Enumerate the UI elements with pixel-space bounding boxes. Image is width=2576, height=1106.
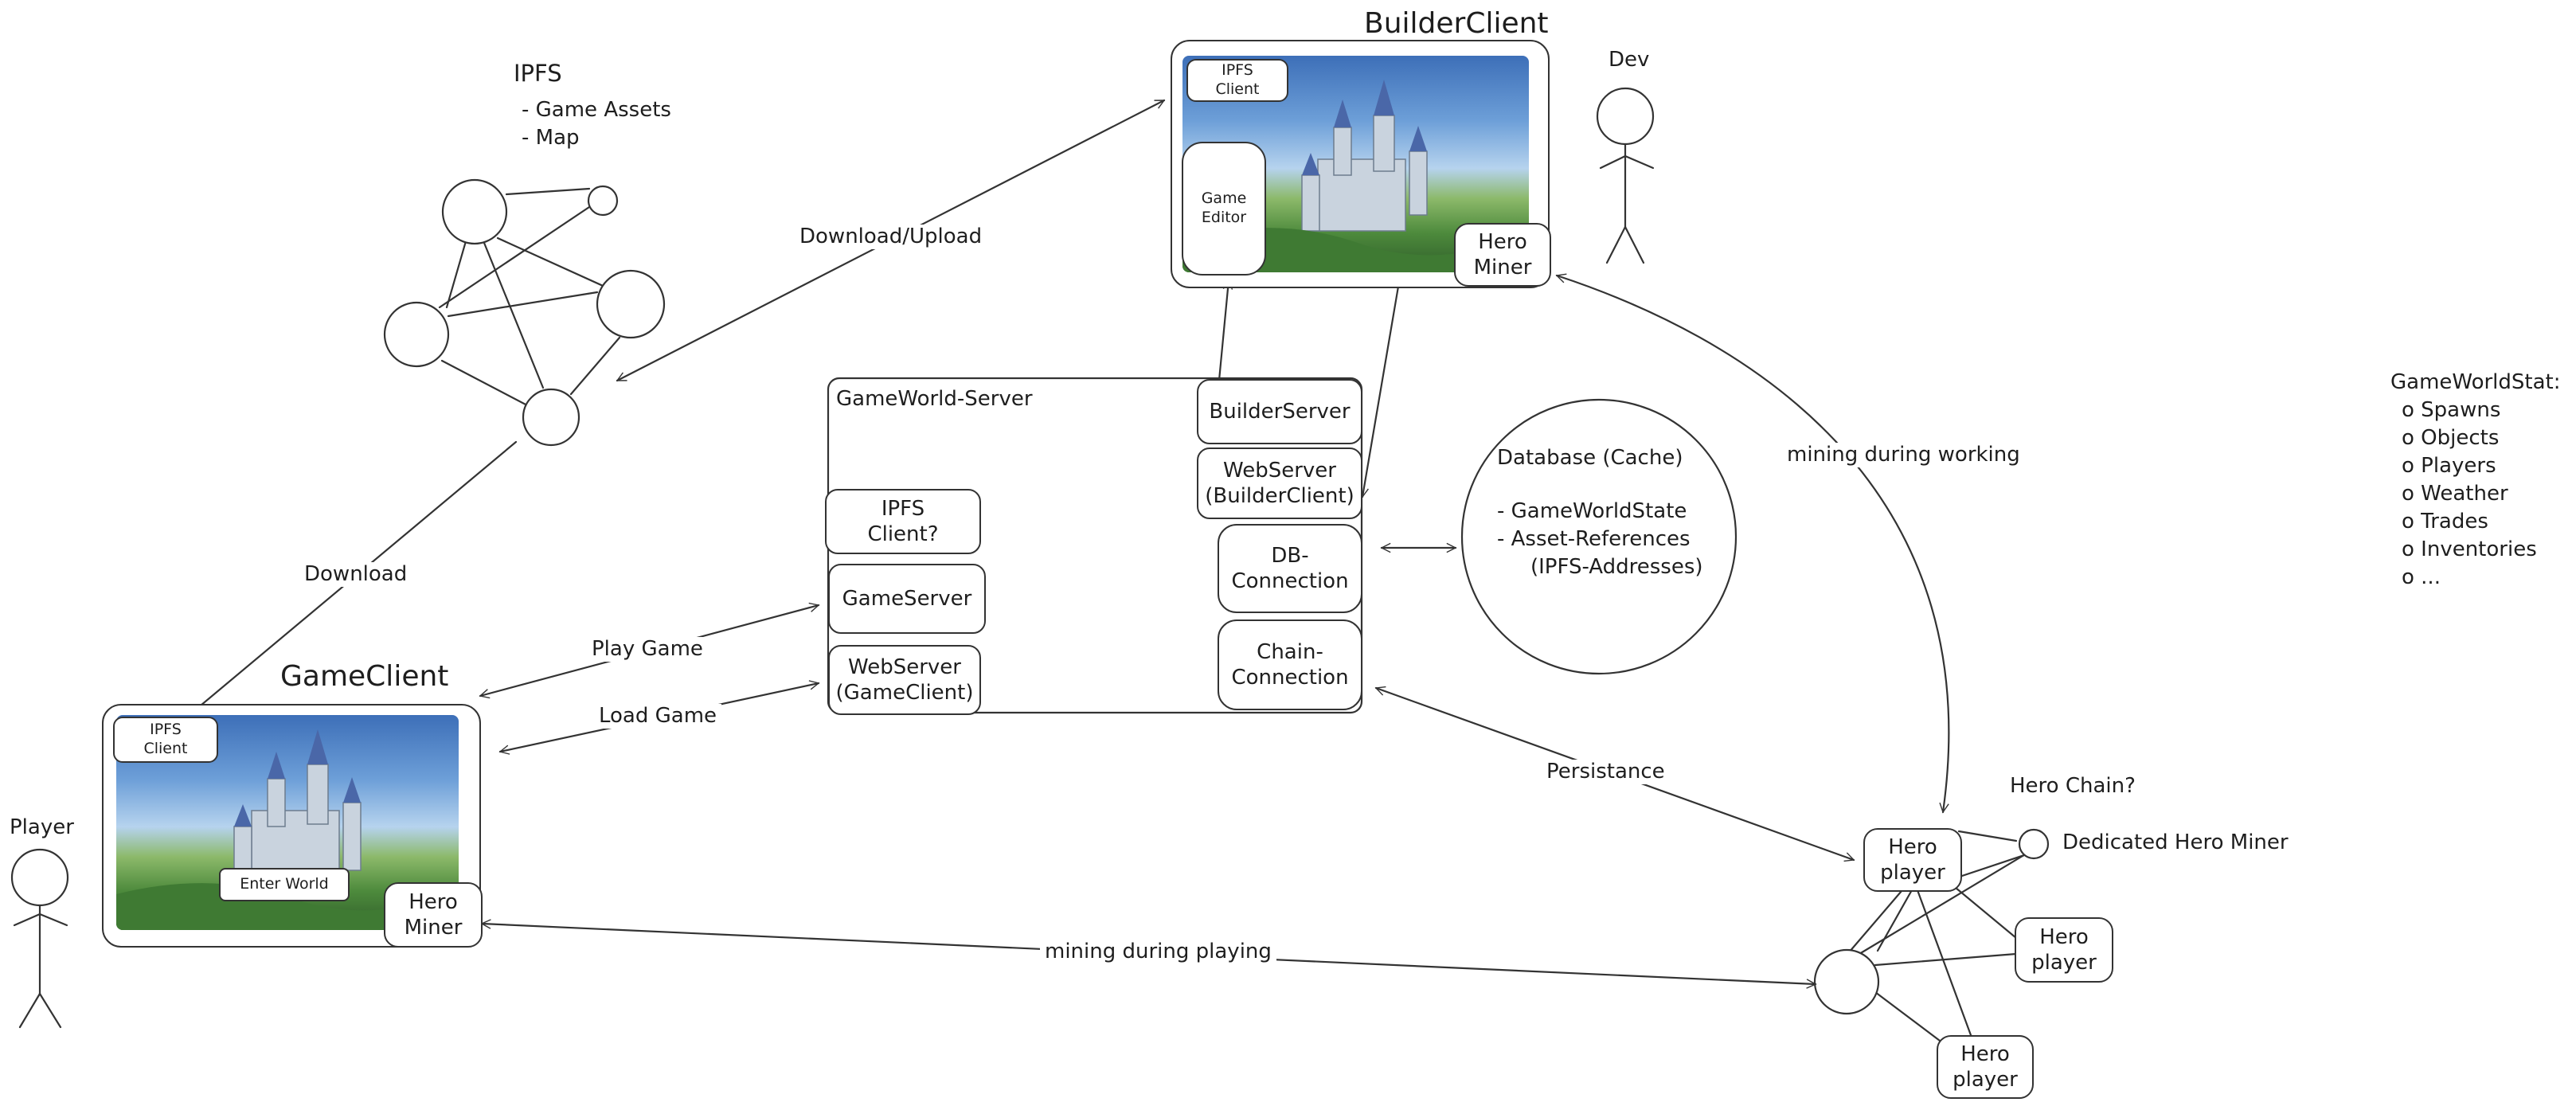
gameworld-state-item: o Objects [2402, 426, 2500, 450]
mining-playing-label: mining during playing [1040, 940, 1276, 965]
game-server-box: GameServer [828, 564, 986, 634]
download-label: Download [299, 562, 412, 588]
player-label: Player [10, 815, 74, 839]
gameworld-state-item: o Inventories [2402, 537, 2537, 561]
database-item-gameworldstate: - GameWorldState [1497, 499, 1687, 523]
download-upload-label: Download/Upload [795, 225, 987, 250]
mining-working-label: mining during working [1782, 443, 2025, 468]
builder-hero-miner-box: Hero Miner [1454, 223, 1551, 287]
player-stick-figure-icon [10, 848, 69, 1029]
database-item-asset-references: - Asset-References [1497, 527, 1691, 551]
db-connection-box: DB- Connection [1218, 524, 1362, 613]
builder-ipfs-client-box: IPFS Client [1186, 59, 1288, 102]
dedicated-hero-miner-label: Dedicated Hero Miner [2062, 830, 2289, 854]
webserver-builderclient-box: WebServer (BuilderClient) [1197, 447, 1362, 519]
hero-player-box: Hero player [2015, 917, 2113, 983]
game-hero-miner-box: Hero Miner [384, 882, 483, 948]
edge-mining-working [1557, 276, 1950, 812]
game-client-title: GameClient [280, 660, 449, 693]
gameworld-state-item: o Players [2402, 454, 2496, 478]
builder-server-box: BuilderServer [1197, 379, 1362, 444]
game-editor-box: Game Editor [1182, 142, 1266, 276]
builder-client-title: BuilderClient [1364, 7, 1549, 40]
ipfs-item-game-assets: - Game Assets [522, 98, 671, 122]
database-title: Database (Cache) [1497, 446, 1683, 470]
enter-world-button[interactable]: Enter World [219, 868, 350, 901]
game-ipfs-client-box: IPFS Client [113, 717, 218, 763]
chain-connection-box: Chain- Connection [1218, 619, 1362, 710]
dev-stick-figure-icon [1596, 87, 1655, 264]
gameworld-server-title: GameWorld-Server [836, 387, 1033, 411]
gameworld-state-title: GameWorldStat: [2390, 370, 2561, 394]
ipfs-item-map: - Map [522, 126, 580, 150]
hero-chain-title: Hero Chain? [2010, 774, 2136, 798]
persistance-label: Persistance [1542, 760, 1670, 785]
hero-chain-graph [1813, 828, 2050, 1045]
ipfs-network-graph [383, 178, 666, 447]
database-item-ipfs-addresses: (IPFS-Addresses) [1530, 555, 1703, 579]
gameworld-state-item: o Trades [2402, 510, 2488, 533]
edge-builder-miner-webserver [1362, 277, 1400, 497]
load-game-label: Load Game [594, 704, 722, 729]
hero-player-box: Hero player [1863, 828, 1962, 892]
dev-label: Dev [1609, 48, 1650, 72]
play-game-label: Play Game [587, 637, 708, 662]
gameworld-state-item: o Spawns [2402, 398, 2501, 422]
server-ipfs-client-box: IPFS Client? [825, 489, 981, 554]
gameworld-state-item: o Weather [2402, 482, 2508, 506]
ipfs-title: IPFS [514, 60, 562, 87]
edge-builder-editor-server [1218, 280, 1229, 389]
gameworld-state-item: o ... [2402, 565, 2441, 589]
webserver-gameclient-box: WebServer (GameClient) [828, 645, 981, 715]
hero-player-box: Hero player [1937, 1035, 2034, 1099]
